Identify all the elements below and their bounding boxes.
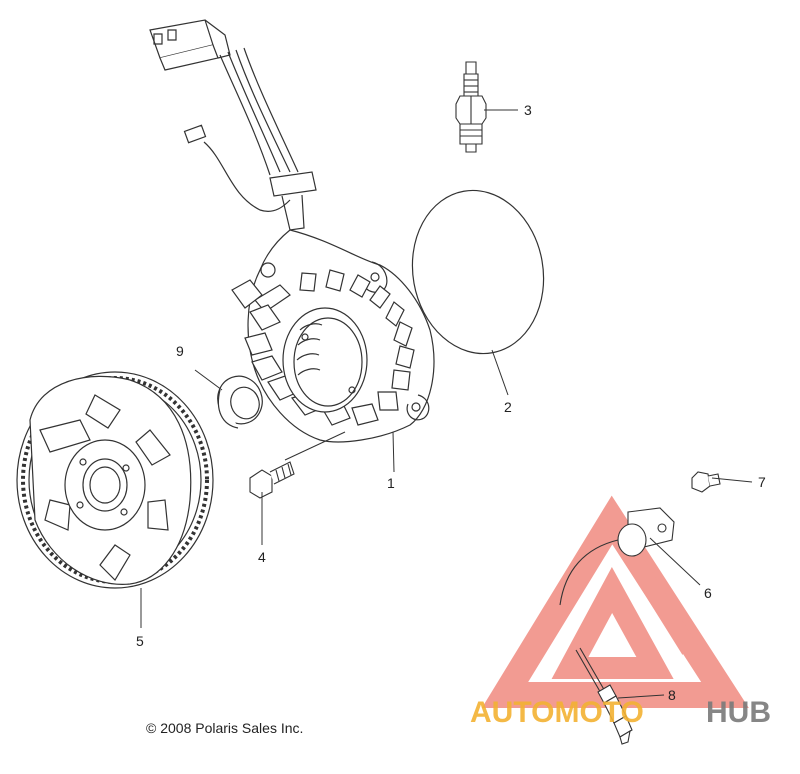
flywheel[interactable] <box>17 372 213 588</box>
stator-assembly[interactable] <box>150 20 434 442</box>
oil-seal[interactable] <box>211 370 269 430</box>
callout-4: 4 <box>258 549 266 565</box>
callout-9: 9 <box>176 343 184 359</box>
callout-8: 8 <box>668 687 676 703</box>
watermark-text: AUTOMOTO HUB <box>470 696 771 729</box>
watermark-text-part1: AUTOMOTO <box>470 696 644 729</box>
copyright-notice: © 2008 Polaris Sales Inc. <box>146 720 304 736</box>
mounting-bolt[interactable] <box>250 462 294 498</box>
callout-1: 1 <box>387 475 395 491</box>
callout-2: 2 <box>504 399 512 415</box>
callout-6: 6 <box>704 585 712 601</box>
pickup-sensor[interactable] <box>560 508 674 605</box>
leader-lines <box>140 109 753 699</box>
cover-gasket[interactable] <box>400 180 557 364</box>
temperature-sensor[interactable] <box>576 648 632 744</box>
callout-7: 7 <box>758 474 766 490</box>
sensor-bolt[interactable] <box>692 472 720 492</box>
callout-5: 5 <box>136 633 144 649</box>
callout-labels: 1 2 3 4 5 6 7 8 9 <box>136 102 766 703</box>
watermark-logo <box>481 495 749 708</box>
spark-plug[interactable] <box>456 62 486 152</box>
callout-3: 3 <box>524 102 532 118</box>
watermark-text-part2: HUB <box>706 696 771 729</box>
